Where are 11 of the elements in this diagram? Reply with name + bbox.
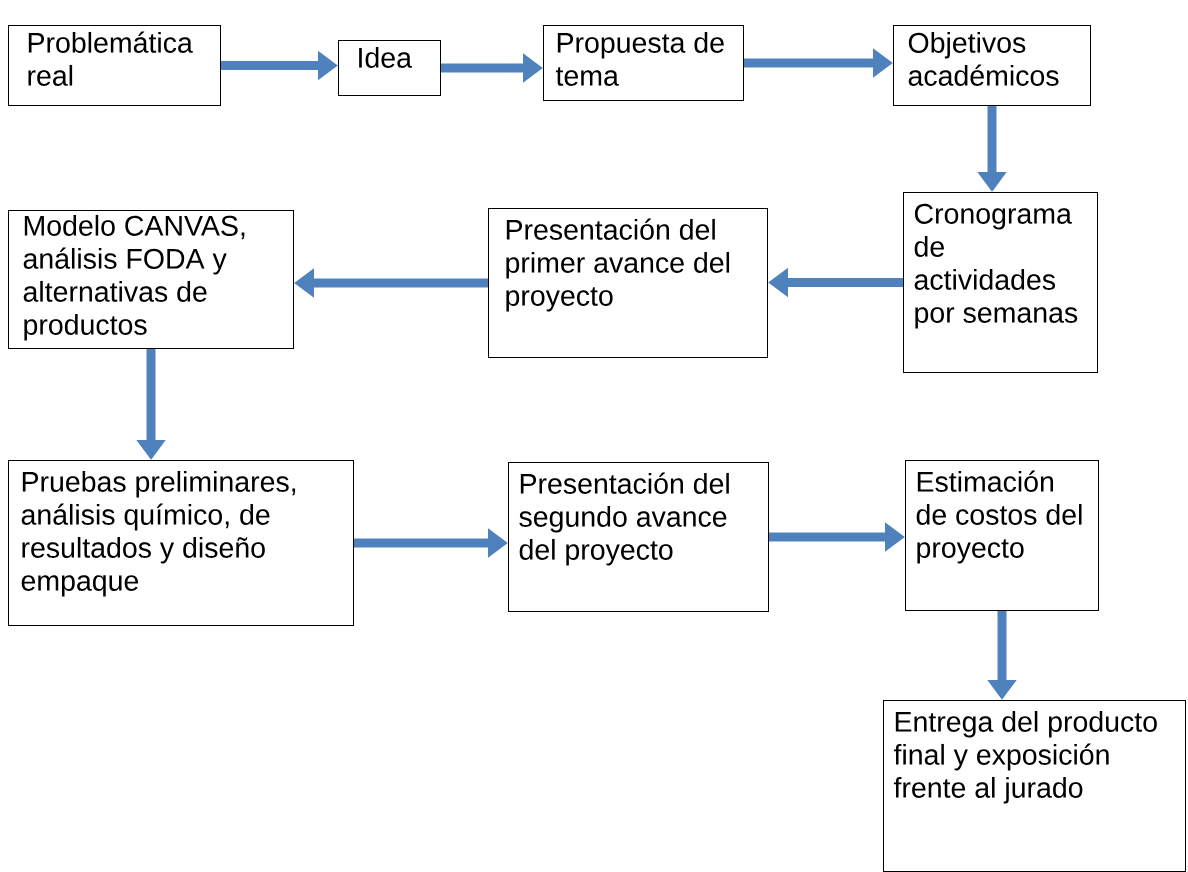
process-box: Presentación del primer avance del proyecto (488, 208, 768, 358)
process-box: Problemática real (8, 25, 221, 106)
process-box: Objetivos académicos (893, 25, 1091, 106)
process-box: Propuesta de tema (543, 25, 744, 101)
process-box: Pruebas preliminares, análisis químico, de resultados y diseño empaque (8, 460, 354, 626)
process-box: Modelo CANVAS, análisis FODA y alternativas de productos (8, 210, 294, 349)
process-box: Entrega del producto final y exposición frente al jurado (883, 700, 1186, 872)
process-box: Cronograma de actividades por semanas (903, 192, 1098, 373)
process-box: Estimación de costos del proyecto (905, 460, 1099, 611)
process-box: Presentación del segundo avance del proyecto (508, 462, 769, 612)
process-box: Idea (338, 40, 441, 96)
